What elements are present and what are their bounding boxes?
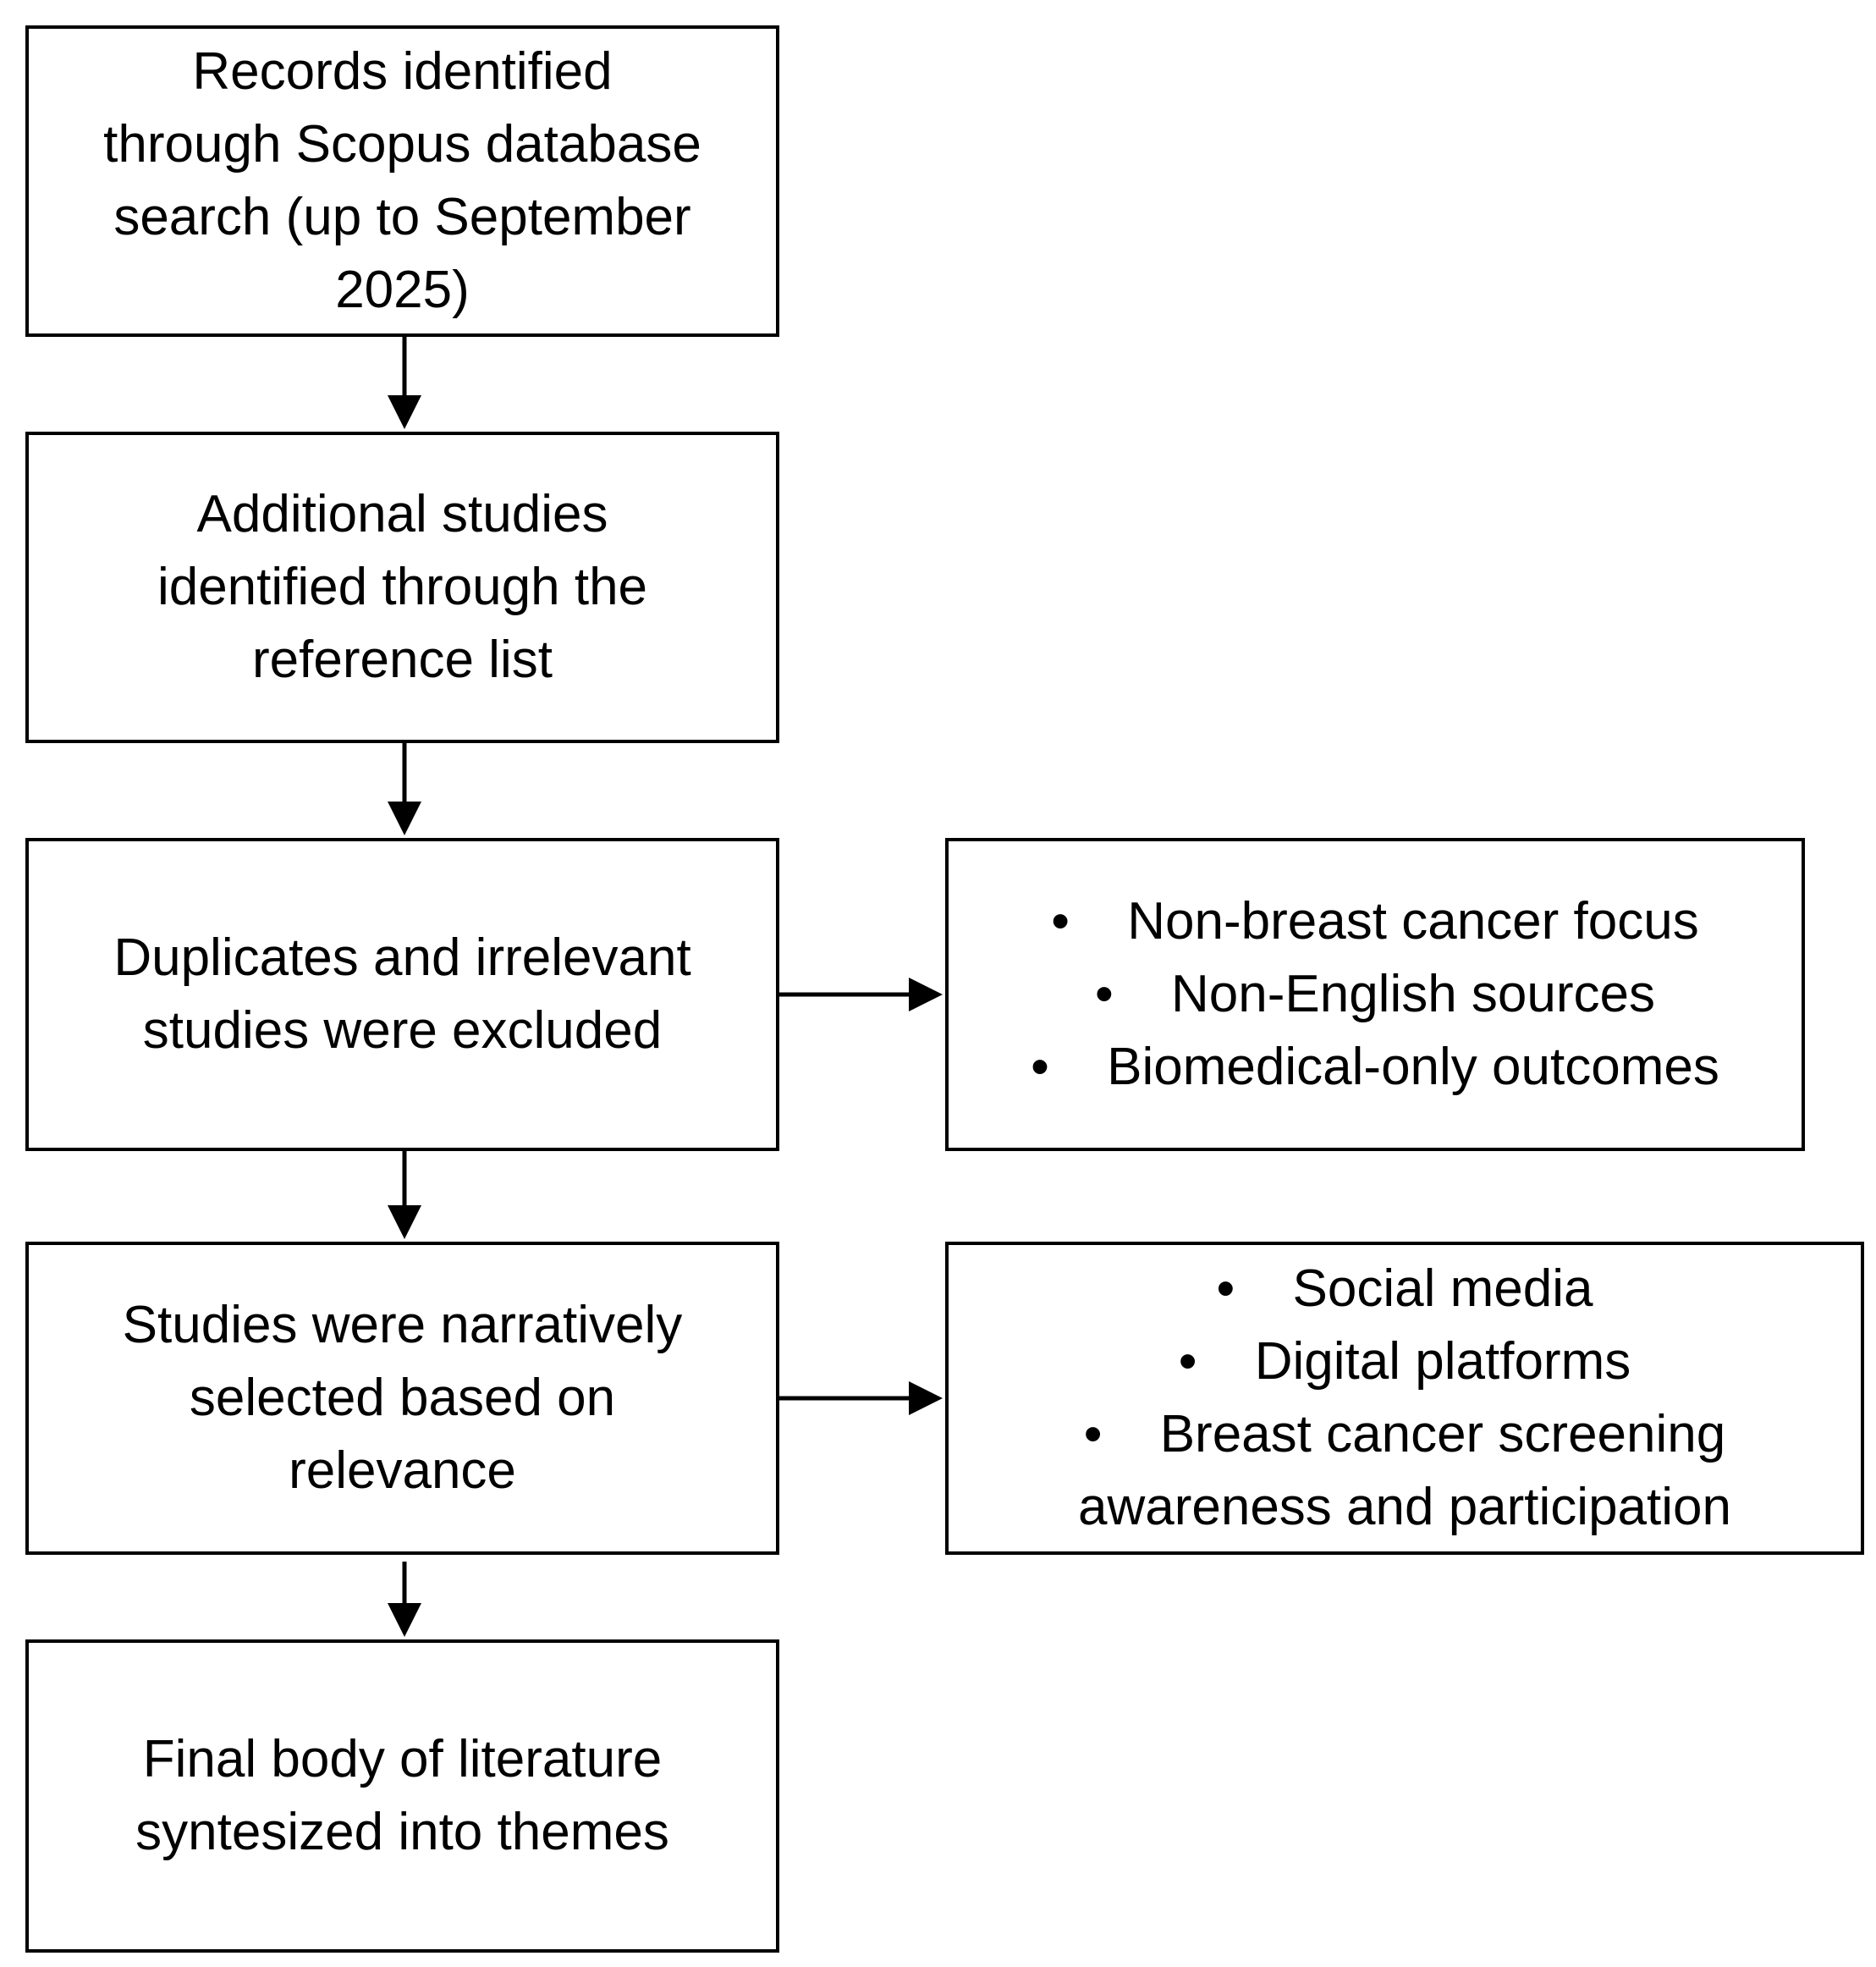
list-item-label: Digital platforms	[1254, 1332, 1631, 1391]
step-line: Records identified	[192, 42, 613, 101]
step-additional-studies-text: Additional studies identified through th…	[140, 478, 664, 697]
selection-themes-list: • Social media • Digital platforms • Breast…	[1078, 1253, 1731, 1544]
list-item: • Social media	[1078, 1253, 1731, 1325]
step-additional-studies-box: Additional studies identified through th…	[25, 432, 779, 743]
bullet-icon: •	[1083, 1405, 1103, 1463]
list-item-continuation-label: awareness and participation	[1077, 1478, 1732, 1536]
bullet-icon: •	[1031, 1038, 1049, 1096]
step-narrative-selection-text: Studies were narratively selected based …	[106, 1289, 700, 1507]
exclusion-criteria-list: •Non-breast cancer focus •Non-English so…	[1031, 885, 1719, 1104]
bullet-icon: •	[1051, 892, 1070, 950]
list-item-label: Breast cancer screening	[1159, 1405, 1726, 1463]
list-item: • Non-English sources	[1031, 958, 1719, 1031]
list-item-label: Non-breast cancer focus	[1127, 892, 1699, 950]
step-line: relevance	[289, 1441, 516, 1500]
list-item: • Digital platforms	[1078, 1325, 1731, 1398]
step-line: Final body of literature	[142, 1730, 663, 1788]
list-item-label: Social media	[1292, 1259, 1593, 1318]
list-item: • Breast cancer screening	[1078, 1398, 1731, 1471]
exclusion-criteria-box: •Non-breast cancer focus •Non-English so…	[945, 838, 1805, 1151]
bullet-icon: •	[1178, 1332, 1197, 1391]
step-line: selected based on	[189, 1369, 616, 1427]
step-line: through Scopus database	[103, 115, 701, 174]
bullet-icon: •	[1216, 1259, 1235, 1318]
bullet-icon: •	[1094, 965, 1114, 1023]
step-final-literature-text: Final body of literature syntesized into…	[118, 1723, 686, 1869]
list-item: • Non-breast cancer focus	[1031, 885, 1719, 958]
step-line: Studies were narratively	[122, 1296, 683, 1354]
list-item-continuation: awareness and participation	[1078, 1471, 1731, 1544]
step-line: Additional studies	[196, 485, 608, 543]
step-records-identified-text: Records identified through Scopus databa…	[86, 36, 718, 327]
step-duplicates-excluded-box: Duplicates and irrelevant studies were e…	[25, 838, 779, 1151]
step-records-identified-box: Records identified through Scopus databa…	[25, 25, 779, 337]
step-line: search (up to September	[113, 188, 691, 246]
step-line: reference list	[252, 631, 553, 689]
step-line: Duplicates and irrelevant	[113, 928, 691, 987]
step-duplicates-excluded-text: Duplicates and irrelevant studies were e…	[96, 922, 707, 1067]
step-line: 2025)	[335, 261, 470, 319]
step-final-literature-box: Final body of literature syntesized into…	[25, 1639, 779, 1953]
step-line: syntesized into themes	[135, 1803, 669, 1861]
step-line: identified through the	[157, 558, 648, 616]
list-item-label: Biomedical-only outcomes	[1107, 1038, 1719, 1096]
selection-themes-box: • Social media • Digital platforms • Breast…	[945, 1242, 1864, 1555]
step-line: studies were excluded	[142, 1001, 663, 1060]
list-item-label: Non-English sources	[1170, 965, 1656, 1023]
list-item: • Biomedical-only outcomes	[1031, 1031, 1719, 1104]
step-narrative-selection-box: Studies were narratively selected based …	[25, 1242, 779, 1555]
